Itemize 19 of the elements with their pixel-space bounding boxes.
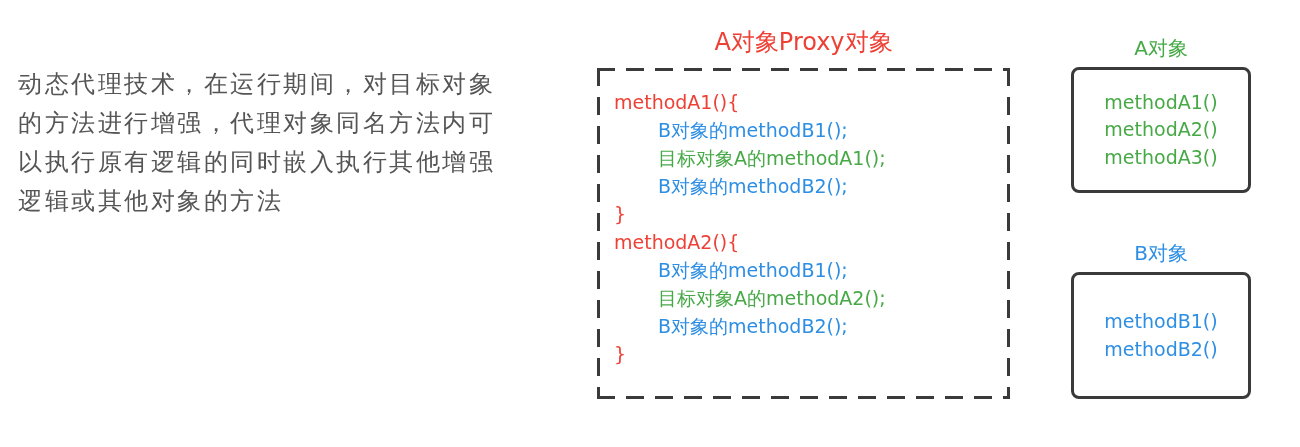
code-line: B对象的methodB2(); xyxy=(658,314,848,339)
box-heading: A对象 xyxy=(1134,35,1188,62)
code-line: B对象的methodB2(); xyxy=(658,174,848,199)
code-line: 目标对象A的methodA2(); xyxy=(658,286,886,311)
code-line: methodA2(){ xyxy=(614,230,740,255)
box-heading: B对象 xyxy=(1134,240,1188,267)
code-line: B对象的methodB1(); xyxy=(658,118,848,143)
method-name: methodA2() xyxy=(1104,117,1218,143)
code-line: } xyxy=(614,202,627,227)
method-name: methodA1() xyxy=(1104,89,1218,115)
code-line: methodA1(){ xyxy=(614,90,740,115)
code-line: } xyxy=(614,342,627,367)
box-heading: A对象Proxy对象 xyxy=(714,27,893,58)
code-line: 目标对象A的methodA1(); xyxy=(658,146,886,171)
method-name: methodB1() xyxy=(1104,309,1218,334)
method-name: methodB2() xyxy=(1104,336,1218,362)
code-line: B对象的methodB1(); xyxy=(658,258,848,283)
method-name: methodA3() xyxy=(1104,144,1218,170)
description-paragraph: 动态代理技术，在运行期间，对目标对象的方法进行增强，代理对象同名方法内可以执行原有逻辑的同时嵌入执行其他增强逻辑或其他对象的方法 xyxy=(18,69,496,217)
